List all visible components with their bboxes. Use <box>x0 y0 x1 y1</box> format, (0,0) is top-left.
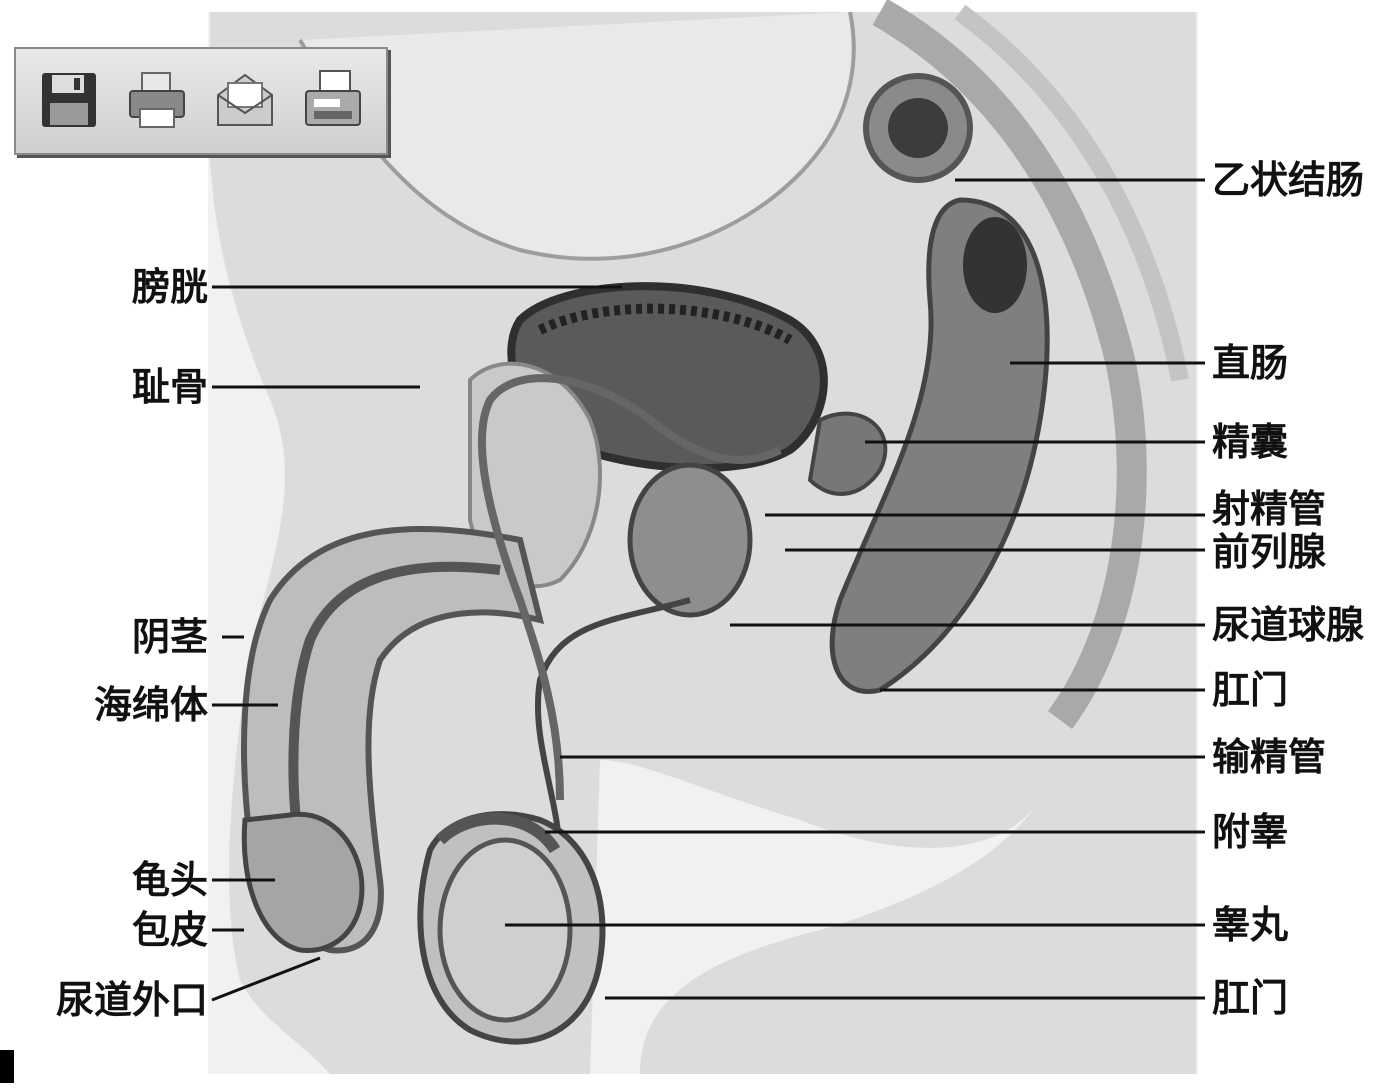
vas-deferens <box>477 374 782 801</box>
save-button[interactable] <box>36 67 102 133</box>
label-prostate: 前列腺 <box>1212 530 1327 574</box>
label-rectum: 直肠 <box>1212 341 1289 385</box>
label-epididymis: 附睾 <box>1212 810 1289 854</box>
label-pubis: 耻骨 <box>131 365 208 409</box>
sacrum-curve <box>954 4 1189 382</box>
leader-lines-right <box>505 178 1205 1000</box>
bladder-rugae <box>537 303 793 345</box>
printer-icon <box>129 72 185 128</box>
prostate <box>627 462 753 618</box>
label-corpus: 海绵体 <box>93 683 208 727</box>
epididymis <box>435 812 561 854</box>
seminal-vesicle <box>807 411 888 496</box>
label-urethral-orifice: 尿道外口 <box>55 978 208 1022</box>
label-seminal-vesicle: 精囊 <box>1212 420 1289 464</box>
email-button[interactable] <box>212 67 278 133</box>
glans <box>241 811 365 953</box>
spine-curve <box>872 0 1147 729</box>
label-bladder: 膀胱 <box>131 265 208 309</box>
label-glans: 龟头 <box>131 858 208 902</box>
toolbar <box>14 47 388 155</box>
label-prepuce: 包皮 <box>131 908 208 952</box>
corpus-cavernosum <box>288 561 501 851</box>
label-bulbourethral: 尿道球腺 <box>1212 603 1365 647</box>
leader-urethral-orifice <box>211 956 321 1002</box>
corner-mark <box>0 1050 14 1083</box>
fax-button[interactable] <box>300 67 366 133</box>
fax-icon <box>305 70 361 126</box>
envelope-icon <box>217 73 273 126</box>
print-button[interactable] <box>124 67 190 133</box>
label-vas-deferens: 输精管 <box>1212 735 1327 779</box>
label-anus: 肛门 <box>1212 668 1289 712</box>
label-anus-2: 肛门 <box>1212 976 1289 1020</box>
urethra <box>534 597 691 861</box>
label-penis: 阴茎 <box>131 615 208 659</box>
rectum <box>829 197 1050 694</box>
label-sigmoid: 乙状结肠 <box>1212 158 1365 202</box>
label-ejaculatory-duct: 射精管 <box>1212 487 1327 531</box>
floppy-disk-icon <box>42 73 96 127</box>
testis <box>437 837 573 1023</box>
rectum-lumen <box>963 217 1027 313</box>
sigmoid-lumen <box>888 98 948 158</box>
leader-lines-left <box>211 285 622 1002</box>
abdominal-fold <box>298 11 856 261</box>
label-testis: 睾丸 <box>1212 903 1289 947</box>
